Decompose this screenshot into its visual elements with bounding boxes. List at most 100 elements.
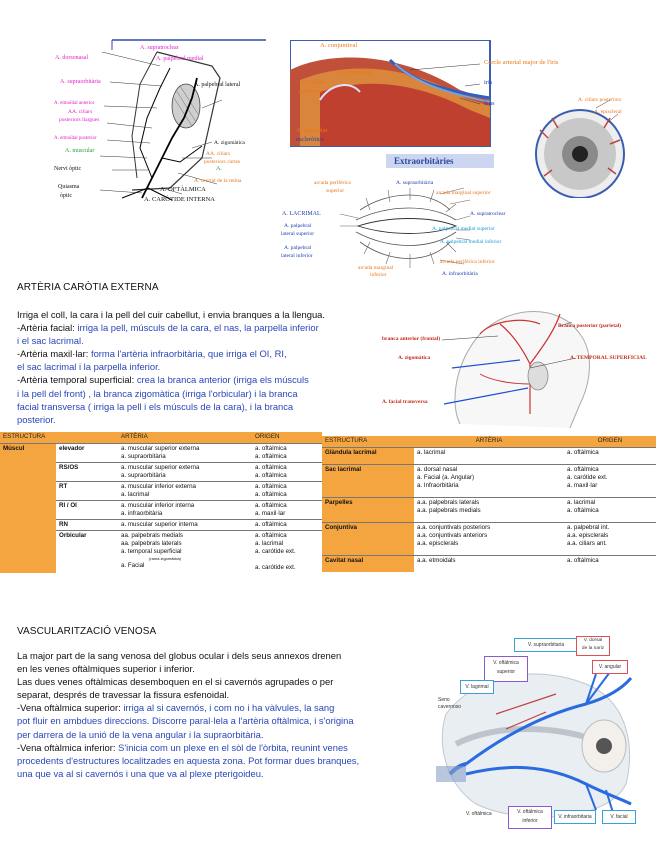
temporal-artery-drawing (441, 311, 590, 429)
eye-section-drawing (289, 39, 625, 199)
text-line: posterior. (17, 413, 397, 426)
text-line-black: -Vena oftàlmica inferior: (17, 741, 119, 753)
figure-ophthalmic-artery: A. supratroclear A. dorsonasal A. palpeb… (52, 38, 266, 210)
table2-origins-cell: a. oftàlmica (564, 556, 656, 573)
text-line: La major part de la sang venosa del glob… (17, 649, 437, 662)
table1-sub-cell: RN (59, 521, 68, 528)
table2-cell-line: a. carótide ext. (567, 474, 608, 481)
label-branca-anterior: branca anterior (frontal) (382, 336, 441, 342)
table1-cell-line: aa. palpebrals medials (121, 532, 183, 539)
table1-sub-cell: RS/OS (59, 464, 79, 471)
table1-sub-cell: elevador (59, 445, 85, 452)
label-v-infraorbitaria: V. infraorbitaria (554, 810, 596, 824)
text-line-blue: una que va al si cavernós i una que va a… (17, 767, 264, 779)
label-arcada-marginal-sup: arcada marginal superior (436, 190, 491, 196)
label-arcada-periferica-sup-2: superior (326, 188, 345, 194)
table1-cell-line: a. oftàlmica (255, 453, 287, 460)
ophthalmic-artery-drawing (99, 39, 266, 201)
table2-cell-line: a. Infraorbitària (417, 482, 459, 489)
table2-cell-line: a. lacrimal (567, 499, 596, 506)
label-v-supraorbitaria: V. supraorbitaria (514, 638, 578, 652)
text-line: -Vena oftàlmica inferior: S'inicia com u… (17, 741, 437, 754)
text-line-blue: el sac lacrimal i la parpella inferior. (17, 361, 161, 373)
table2-cell-line: a. oftàlmica (567, 557, 599, 564)
label-ciliars-llargues-1: AA. ciliars (68, 109, 93, 115)
table2-cell-line: a.a. conjuntivals anteriors (417, 532, 488, 539)
text-line-blue: pot fluir en ambdues direccions. Discorr… (17, 715, 354, 727)
text-line: una que va al si cavernós i una que va a… (17, 767, 437, 780)
text-line: -Artèria facial: irriga la pell, músculs… (17, 321, 397, 334)
table1-cell-line: a. muscular superior externa (121, 445, 200, 452)
table-annex-arteries: ESTRUCTURA ARTÈRIA ORIGEN Glàndula lacri… (322, 436, 656, 572)
text-line: separat, després de travessar la fissura… (17, 688, 437, 701)
table2-header-estructura: ESTRUCTURA (322, 436, 414, 448)
table1-cell-line: a. lacrimal (255, 540, 284, 547)
table1-cell-line: (rama zigomàtica) (149, 556, 182, 561)
text-line-black: -Artèria facial: (17, 322, 78, 334)
label-supratroclear: A. supratroclear (140, 45, 179, 51)
table1-cell-line: a. supraorbitària (121, 453, 166, 460)
table2-cell-line: a. Facial (a. Angular) (417, 474, 475, 481)
section-carotida-text: Irriga el coll, la cara i la pell del cu… (17, 308, 397, 426)
label-temporal-superficial: A. TEMPORAL SUPERFICIAL (570, 355, 647, 361)
label-oftalmica: A. OFTÀLMICA (160, 186, 206, 193)
text-line-blue: per darrera de la unió de la vena angula… (17, 728, 264, 740)
table2-cell-line: a.a. episclerals (417, 540, 459, 547)
label-nervi-optic: Nervi òptic (54, 166, 82, 172)
label-palpebral-lat-sup-1: A. palpebral (284, 223, 312, 229)
label-ciliars-posteriors: A. ciliars posteriors (578, 97, 622, 103)
label-episcleral: A. episcleral (338, 69, 371, 76)
label-v-oftalmica: V. oftálmica (466, 811, 492, 817)
label-palpebral-lat-sup-2: lateral superior (281, 231, 315, 237)
table1-cell-line: a. oftàlmica (255, 521, 287, 528)
table1-cell-line: a. maxil·lar (255, 510, 286, 517)
text-line: per darrera de la unió de la vena angula… (17, 728, 437, 741)
table2-header-origen: ORIGEN (564, 436, 656, 448)
table1-cell-line: aa. palpebrals laterals (121, 540, 182, 547)
label-palpebral-medial: A. palpebral medial (156, 56, 204, 62)
label-arcada-periferica-inf: arcada perifèrica inferior (440, 259, 495, 265)
text-line-black: Las dues venes oftàlmicas desemboquen en… (17, 676, 334, 688)
label-muscular-2: escleròtica (296, 136, 324, 143)
table1-cell-line: a. oftàlmica (255, 464, 287, 471)
table2-origins-cell: a. oftàlmica (564, 448, 656, 465)
label-muscular-1: A. muscular (296, 127, 328, 134)
label-lens: lens (484, 100, 495, 107)
label-a: A. (216, 166, 222, 172)
text-line: Las dues venes oftàlmicas desemboquen en… (17, 675, 437, 688)
table1-cell-line: a. Facial (121, 562, 145, 569)
table2-cell-line: a.a. ciliars ant. (567, 540, 607, 547)
text-line-blue: posterior. (17, 413, 56, 425)
label-lacrimal: A. LACRIMAL (282, 211, 321, 217)
table2-cell-line: a.a. conjuntivals posteriors (417, 524, 491, 531)
table1-cell-line: a. oftàlmica (255, 491, 287, 498)
table1-cell-line: a. oftàlmica (255, 445, 287, 452)
text-line-blue: procedents d'estructures localitzades en… (17, 754, 360, 766)
label-v-lagrimal: V. lagrimal (460, 680, 494, 694)
table1-cell-line: a. muscular superior externa (121, 464, 200, 471)
table1-cell-line: a. oftàlmica (255, 502, 287, 509)
table1-origins-cell: a. oftàlmica (252, 520, 322, 531)
table1-cell-line: a. temporal superficial (121, 548, 182, 555)
text-line: Irriga el coll, la cara i la pell del cu… (17, 308, 397, 321)
figure-venous-drainage: V. supraorbitaria V. dorsal de la nariz … (436, 634, 642, 830)
label-palpebral-lateral: A. palpebral lateral (194, 82, 241, 88)
text-line-black: en les venes oftàlmiques superior i infe… (17, 663, 195, 675)
table2-cell-line: a. oftàlmica (567, 449, 599, 456)
table2-cell-line: a.a. episclerals (567, 532, 609, 539)
table2-cell-line: a. palpebral int. (567, 524, 610, 531)
table1-arteries-cell: a. muscular superior interna (118, 520, 252, 531)
figure-eye-section: A. conjuntival Cercle arterial major de … (289, 39, 636, 199)
text-line-blue: facial transversa ( irriga la pell i els… (17, 400, 294, 412)
table1-header-arteria: ARTÈRIA (118, 432, 252, 444)
